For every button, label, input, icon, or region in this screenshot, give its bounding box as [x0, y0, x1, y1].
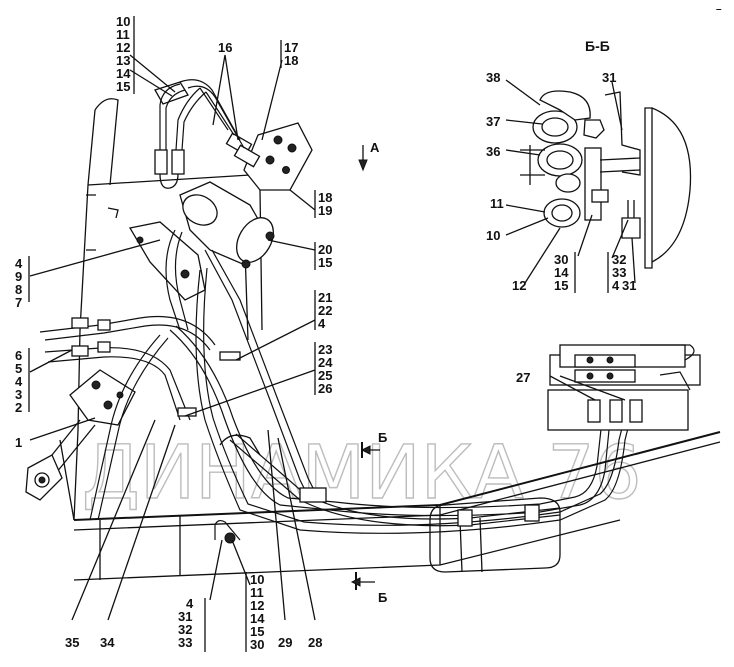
section-title: Б-Б: [585, 38, 610, 54]
section-marker-top: Б: [360, 430, 387, 458]
section-callout-31-top: 31: [602, 70, 616, 85]
callout-1: 1: [15, 435, 22, 450]
callout-line: 12: [116, 40, 130, 55]
callout-line: 10: [116, 14, 130, 29]
callout-line: 9: [15, 269, 22, 284]
callout-line: 20: [318, 242, 332, 257]
callout-line: 4: [15, 256, 23, 271]
callout-line: 22: [318, 303, 332, 318]
callout-line: 26: [318, 381, 332, 396]
callout-line: 19: [318, 203, 332, 218]
callout-line: 4: [318, 316, 326, 331]
callout-line: 15: [318, 255, 332, 270]
callout-27: 27: [516, 370, 530, 385]
callout-6-2: 6 5 4 3 2: [15, 348, 30, 415]
callout-line: 15: [554, 278, 568, 293]
callout-line: 30: [554, 252, 568, 267]
upper-hoses: [159, 79, 319, 501]
callout-line: 8: [15, 282, 22, 297]
section-marker-bottom-label: Б: [378, 590, 387, 605]
callout-line: 31: [178, 609, 192, 624]
callout-line: 6: [15, 348, 22, 363]
callout-line: 32: [612, 252, 626, 267]
section-callout-37: 37: [486, 114, 500, 129]
callout-line: 18: [318, 190, 332, 205]
callout-line: 21: [318, 290, 332, 305]
callout-line: 5: [15, 361, 22, 376]
callout-line: 3: [15, 387, 22, 402]
callout-line: 11: [250, 585, 264, 600]
callout-line: 2: [15, 400, 22, 415]
callout-line: 4: [15, 374, 23, 389]
callout-10-30: 10 11 12 14 15 30: [245, 572, 265, 652]
right-distributor: [547, 344, 701, 431]
callout-16: 16: [218, 40, 232, 55]
section-callout-30-15: 30 14 15: [554, 252, 576, 293]
callout-line: 33: [178, 635, 192, 650]
callout-line: 13: [116, 53, 130, 68]
callout-line: 33: [612, 265, 626, 280]
section-callout-32-4: 32 33 4: [607, 252, 626, 293]
callout-17-18: 17 18: [280, 40, 298, 68]
callout-line: 30: [250, 637, 264, 652]
callout-23-26: 23 24 25 26: [314, 342, 333, 396]
left-hoses: [39, 267, 631, 544]
callout-line: 4: [612, 278, 620, 293]
callout-line: 18: [284, 53, 298, 68]
callout-line: 15: [116, 79, 130, 94]
callout-line: 24: [318, 355, 333, 370]
callout-line: 32: [178, 622, 192, 637]
callout-line: 7: [15, 295, 22, 310]
view-arrow-label: А: [370, 140, 380, 155]
corner-mark: –: [716, 4, 722, 15]
section-marker-top-label: Б: [378, 430, 387, 445]
callout-10-15: 10 11 12 13 14 15: [116, 14, 135, 94]
callout-4-33: 4 31 32 33: [178, 596, 206, 652]
callout-line: 11: [116, 27, 130, 42]
callout-29: 29: [278, 635, 292, 650]
callout-line: 4: [186, 596, 194, 611]
section-callout-12: 12: [512, 278, 526, 293]
section-callout-11: 11: [490, 196, 504, 211]
view-arrow-a: А: [358, 140, 380, 172]
callout-line: 17: [284, 40, 298, 55]
callout-34: 34: [100, 635, 115, 650]
section-callout-38: 38: [486, 70, 500, 85]
section-callout-10: 10: [486, 228, 500, 243]
callout-line: 14: [116, 66, 131, 81]
callout-line: 14: [554, 265, 569, 280]
callout-line: 25: [318, 368, 332, 383]
left-cylinder: [25, 369, 136, 501]
upper-valve-assembly: [128, 81, 313, 301]
callout-21-4: 21 22 4: [314, 290, 332, 331]
section-marker-bottom: Б: [350, 572, 387, 605]
callout-line: 10: [250, 572, 264, 587]
callout-line: 23: [318, 342, 332, 357]
callout-line: 14: [250, 611, 265, 626]
section-callout-31-bottom: 31: [622, 278, 636, 293]
callout-18-19: 18 19: [314, 190, 332, 218]
callout-28: 28: [308, 635, 322, 650]
callout-line: 15: [250, 624, 264, 639]
callout-35: 35: [65, 635, 79, 650]
leader-lines: [29, 54, 636, 621]
callout-line: 12: [250, 598, 264, 613]
callout-20-15: 20 15: [314, 242, 332, 270]
section-callout-36: 36: [486, 144, 500, 159]
callout-4-7: 4 9 8 7: [15, 256, 30, 310]
